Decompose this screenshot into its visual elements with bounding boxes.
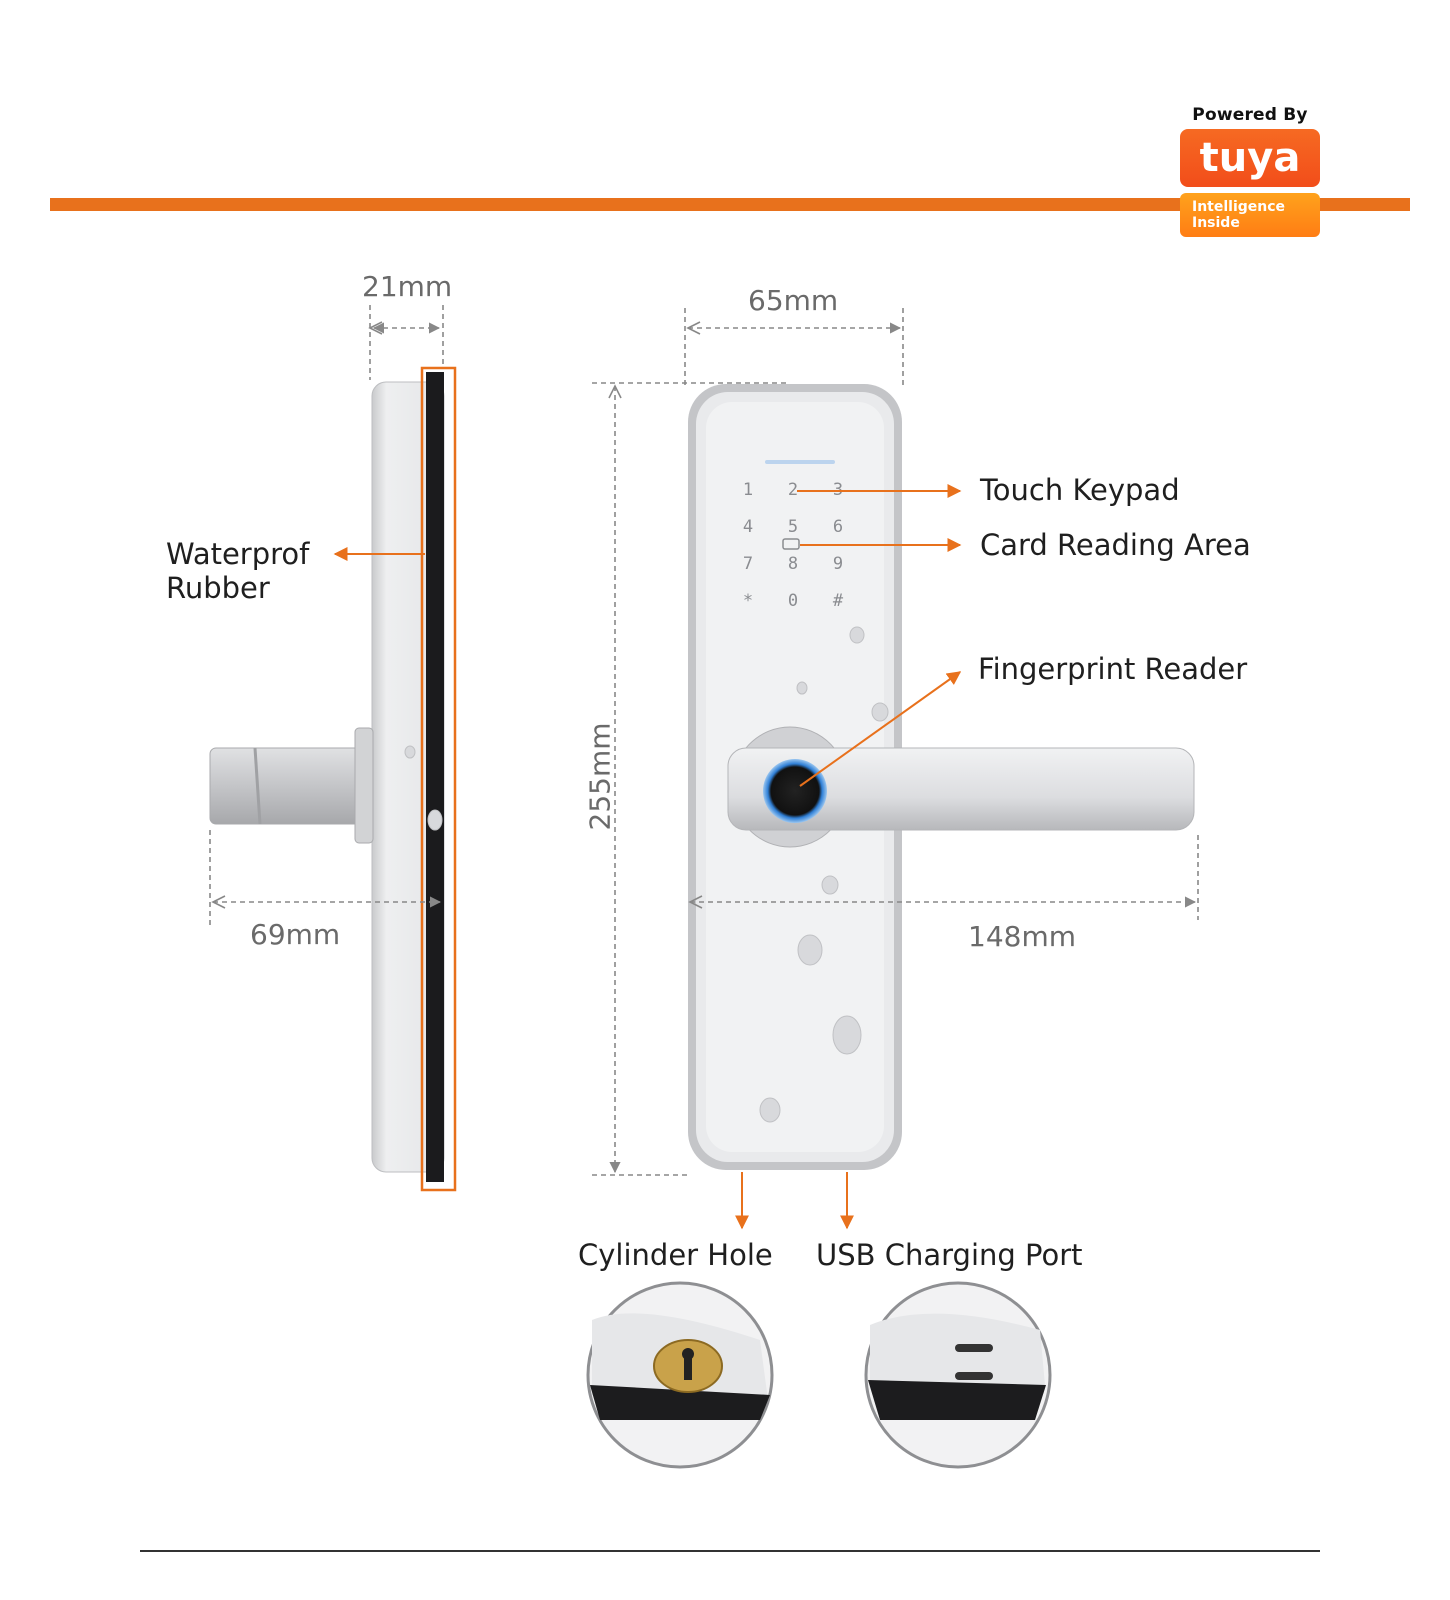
intelligence-text: Intelligence [1192, 199, 1286, 215]
usb-port-detail [864, 1281, 1052, 1469]
fingerprint-reader-label: Fingerprint Reader [978, 652, 1248, 686]
key-0: 0 [788, 591, 798, 611]
key-6: 6 [833, 517, 843, 537]
inside-text: Inside [1192, 215, 1240, 231]
dim-handle-label: 148mm [968, 920, 1076, 953]
intelligence-inside-tag: Intelligence Inside [1180, 193, 1320, 237]
key-1: 1 [743, 480, 753, 500]
touch-keypad-label: Touch Keypad [980, 473, 1180, 507]
card-icon [782, 538, 800, 550]
footer-rule [140, 1550, 1320, 1552]
front-view: 1 2 3 4 5 6 7 8 9 * 0 # [404, 384, 1195, 1170]
waterproof-rubber-strip [426, 372, 444, 1182]
waterproof-line1: Waterprof [166, 537, 310, 571]
waterproof-line2: Rubber [166, 571, 270, 605]
key-4: 4 [743, 517, 753, 537]
key-8: 8 [788, 554, 798, 574]
card-reading-area-label: Card Reading Area [980, 528, 1251, 562]
key-5: 5 [788, 517, 798, 537]
tuya-logo: tuya [1180, 129, 1320, 187]
fingerprint-sensor [763, 759, 827, 823]
rubber-highlight-box [420, 366, 457, 1192]
powered-by-text: Powered By [1192, 105, 1308, 125]
dim-spindle-label: 69mm [250, 918, 341, 951]
side-view [209, 366, 457, 1192]
key-7: 7 [743, 554, 753, 574]
tuya-badge: Powered By tuya Intelligence Inside [1180, 105, 1320, 237]
dim-thickness-label: 21mm [362, 270, 453, 303]
side-spindle [209, 747, 361, 825]
lever-handle [727, 747, 1195, 831]
header-orange-rule [50, 198, 1410, 211]
dim-height-label: 255mm [583, 722, 617, 831]
key-2: 2 [788, 480, 798, 500]
key-9: 9 [833, 554, 843, 574]
key-star: * [743, 591, 753, 611]
status-light-bar [765, 460, 835, 464]
cylinder-hole-label: Cylinder Hole [578, 1238, 773, 1272]
key-hash: # [833, 591, 844, 611]
dim-width-label: 65mm [748, 284, 839, 317]
usb-charging-port-label: USB Charging Port [816, 1238, 1083, 1272]
dimension-lines [209, 305, 1199, 1176]
cylinder-hole-detail [586, 1281, 774, 1469]
waterproof-rubber-label: Waterprof Rubber [166, 537, 309, 605]
callout-arrows [333, 484, 962, 1230]
